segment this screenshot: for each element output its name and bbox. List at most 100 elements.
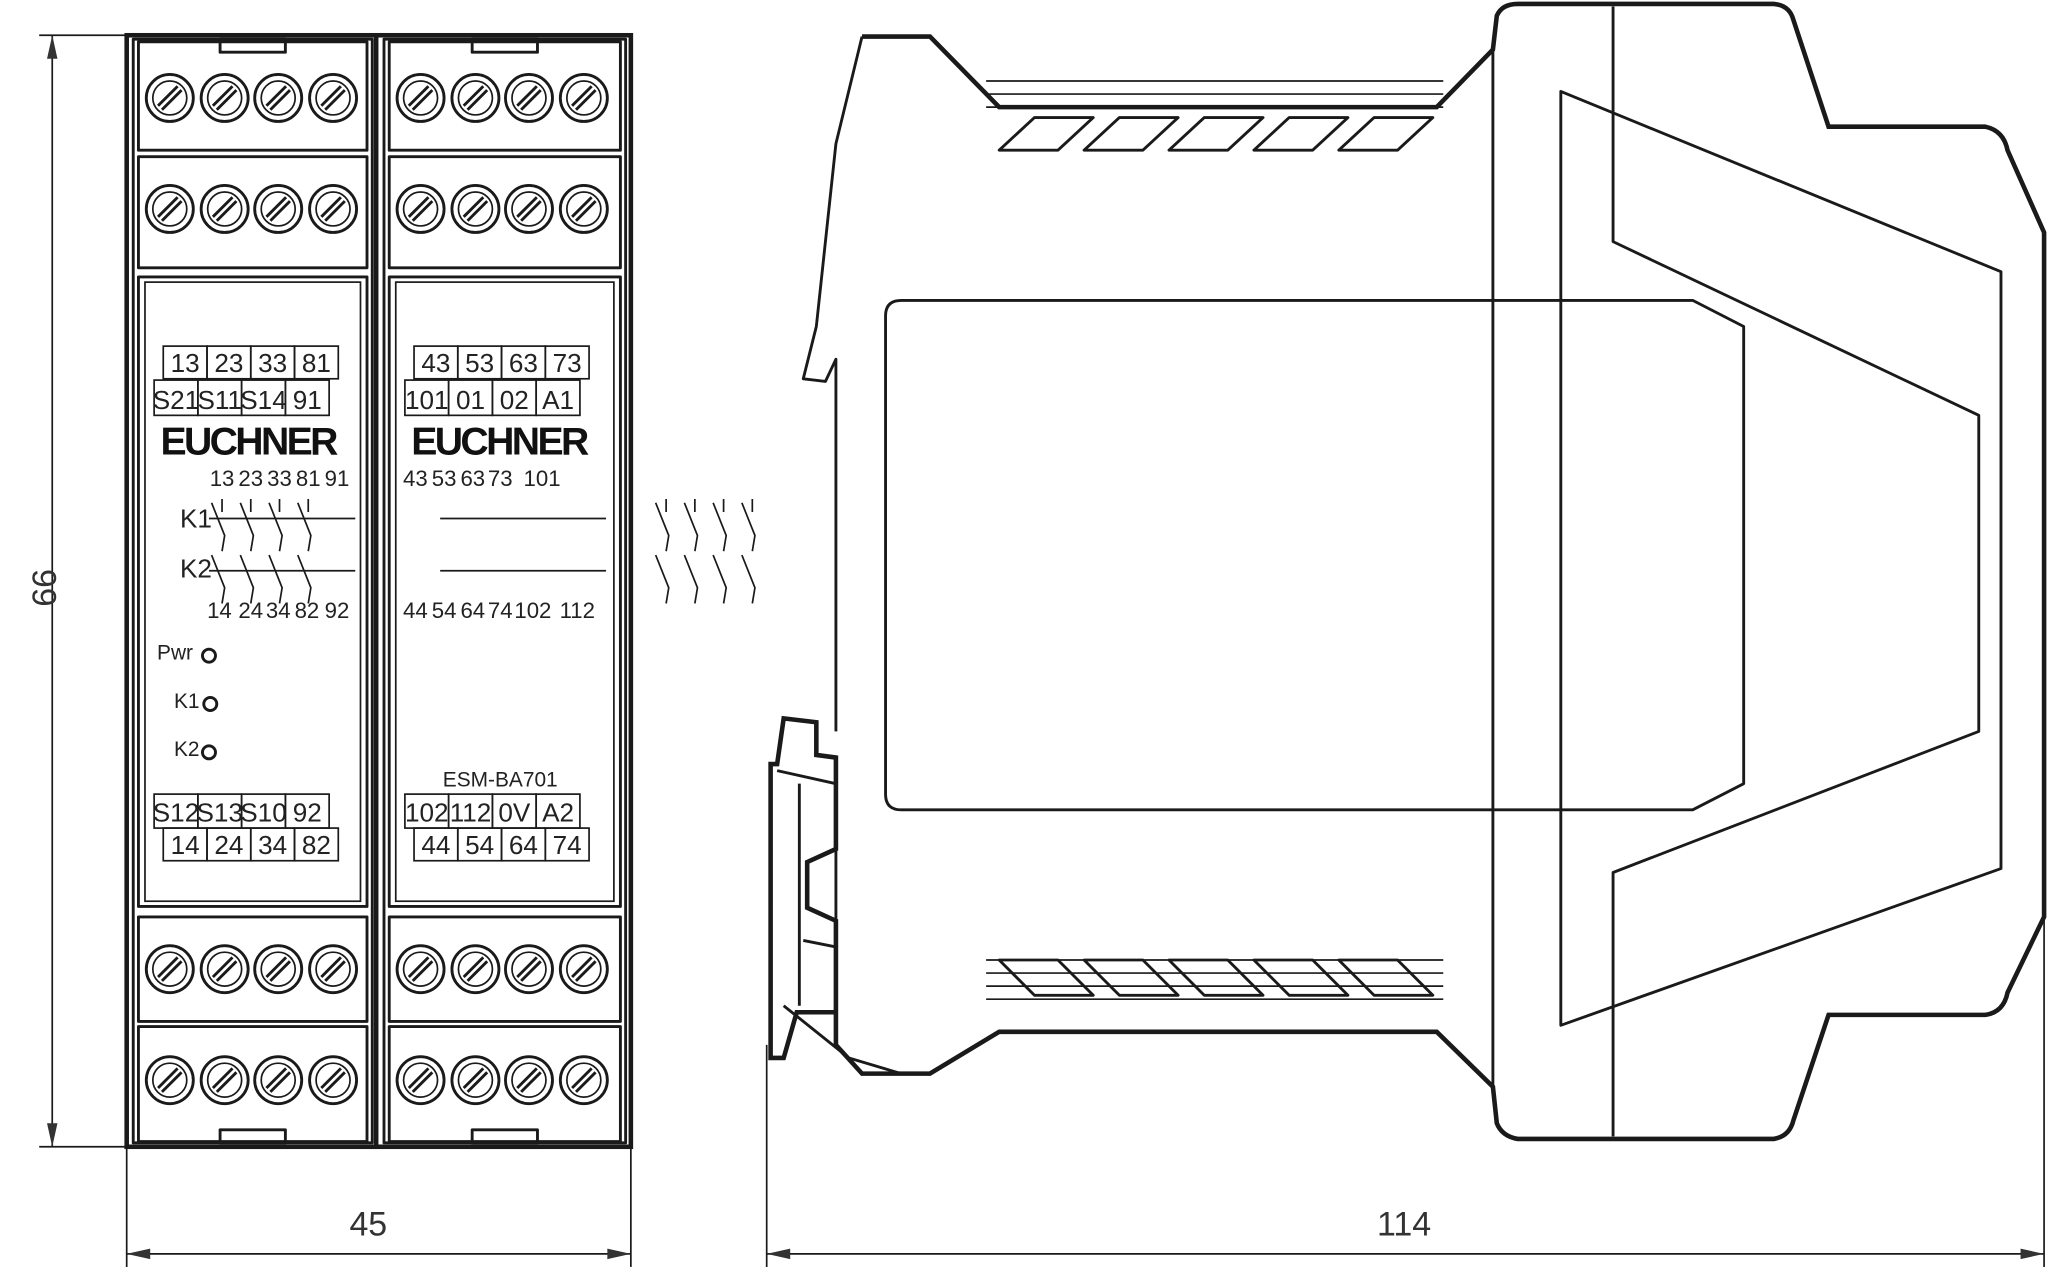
screw-icon: [558, 184, 609, 234]
terminal-label: 24: [214, 830, 243, 860]
screw-icon: [504, 1055, 554, 1106]
side-outline: [768, 1, 2047, 1142]
contact-symbol: [712, 498, 728, 604]
terminal-label: 44: [421, 830, 450, 860]
model-number: ESM-BA701: [443, 768, 558, 791]
screw-slot: [462, 1067, 489, 1093]
terminal-label: S13: [197, 798, 243, 828]
screw-slot: [211, 85, 238, 111]
screw-head: [566, 1062, 602, 1098]
contact-number-top: 73: [488, 466, 513, 491]
screw-icon: [144, 1055, 195, 1106]
screw-head: [151, 80, 188, 116]
front-outline: [124, 32, 634, 1150]
screw-head: [566, 80, 602, 116]
dim-width: 45: [349, 1206, 387, 1244]
terminal-label: 54: [465, 830, 494, 860]
terminal-label-cell: [293, 827, 340, 862]
terminal-slat: [1337, 116, 1435, 152]
terminal-slat: [997, 116, 1095, 152]
terminal-label: 43: [421, 348, 450, 378]
contact-number-bottom: 92: [325, 598, 350, 623]
screw-slot: [462, 956, 489, 982]
terminal-label: A2: [542, 798, 574, 828]
terminal-label: 82: [302, 830, 331, 860]
terminal-label: 53: [465, 348, 494, 378]
led-indicator-icon: [201, 744, 217, 761]
terminal-block: [137, 915, 369, 1023]
contact-number-top: 43: [403, 466, 428, 491]
screw-head: [511, 1062, 547, 1098]
terminal-label: 33: [258, 348, 287, 378]
screw-slot: [211, 196, 238, 222]
screw-slot: [157, 196, 183, 222]
terminal-label: 0V: [498, 798, 531, 828]
contact-symbol: [210, 498, 226, 604]
terminal-label: 102: [405, 798, 449, 828]
terminal-label: S14: [240, 385, 286, 415]
screw-head: [260, 1062, 297, 1098]
screw-head: [206, 951, 243, 987]
screw-slot: [265, 85, 291, 111]
screw-slot: [265, 956, 291, 982]
terminal-block: [137, 40, 369, 152]
screw-icon: [558, 73, 609, 123]
terminal-label: 02: [500, 385, 529, 415]
terminal-label: S21: [153, 385, 199, 415]
screw-slot: [211, 956, 238, 982]
screw-icon: [450, 1055, 501, 1106]
contact-number-top: 91: [325, 466, 350, 491]
contact-symbol: [654, 498, 670, 604]
terminal-label: 34: [258, 830, 287, 860]
screw-head: [151, 951, 188, 987]
cover-window: [884, 298, 1746, 812]
terminal-label-cell: [284, 379, 330, 417]
screw-head: [402, 1062, 439, 1098]
terminal-slat: [1167, 116, 1265, 152]
terminal-label: 92: [293, 798, 322, 828]
screw-slot: [516, 85, 542, 111]
terminal-label: 23: [214, 348, 243, 378]
screw-icon: [199, 944, 250, 995]
contact-number-bottom: 112: [560, 598, 595, 623]
screw-slot: [265, 1067, 291, 1093]
screw-icon: [253, 1055, 304, 1106]
screw-slot: [157, 956, 183, 982]
screw-head: [402, 191, 439, 227]
screw-slot: [407, 85, 434, 111]
terminal-label: 64: [509, 830, 538, 860]
contact-symbol: [239, 498, 255, 604]
terminal-label: 112: [450, 798, 492, 828]
screw-icon: [144, 184, 195, 234]
screw-icon: [308, 73, 359, 123]
terminal-label: 74: [553, 830, 582, 860]
side-view: [768, 1, 2047, 1142]
screw-head: [315, 80, 351, 116]
screw-head: [260, 191, 297, 227]
terminal-label-cell: [293, 345, 340, 380]
screw-icon: [308, 184, 359, 234]
dim-depth: 114: [1377, 1206, 1431, 1244]
contact-number-top: 53: [432, 466, 457, 491]
contact-number-bottom: 44: [403, 598, 428, 623]
dimension-lines: 99 45 114: [25, 34, 2045, 1267]
terminal-slats: [986, 80, 1444, 1001]
screw-icon: [395, 184, 446, 234]
screw-head: [206, 191, 243, 227]
screw-icon: [450, 73, 501, 123]
screw-icon: [253, 944, 304, 995]
screw-head: [206, 1062, 243, 1098]
terminal-label: A1: [542, 385, 574, 415]
screw-slot: [407, 196, 434, 222]
terminal-label: 91: [293, 385, 322, 415]
terminal-slat: [1167, 958, 1265, 997]
terminal-slat: [1252, 958, 1350, 997]
screw-slot: [320, 196, 346, 222]
module-right-panel: [387, 275, 622, 908]
terminal-block: [387, 40, 622, 152]
screw-icon: [308, 1055, 359, 1106]
relay-k1-label: K1: [180, 504, 212, 534]
contact-number-bottom: 74: [488, 598, 513, 623]
screw-head: [511, 951, 547, 987]
